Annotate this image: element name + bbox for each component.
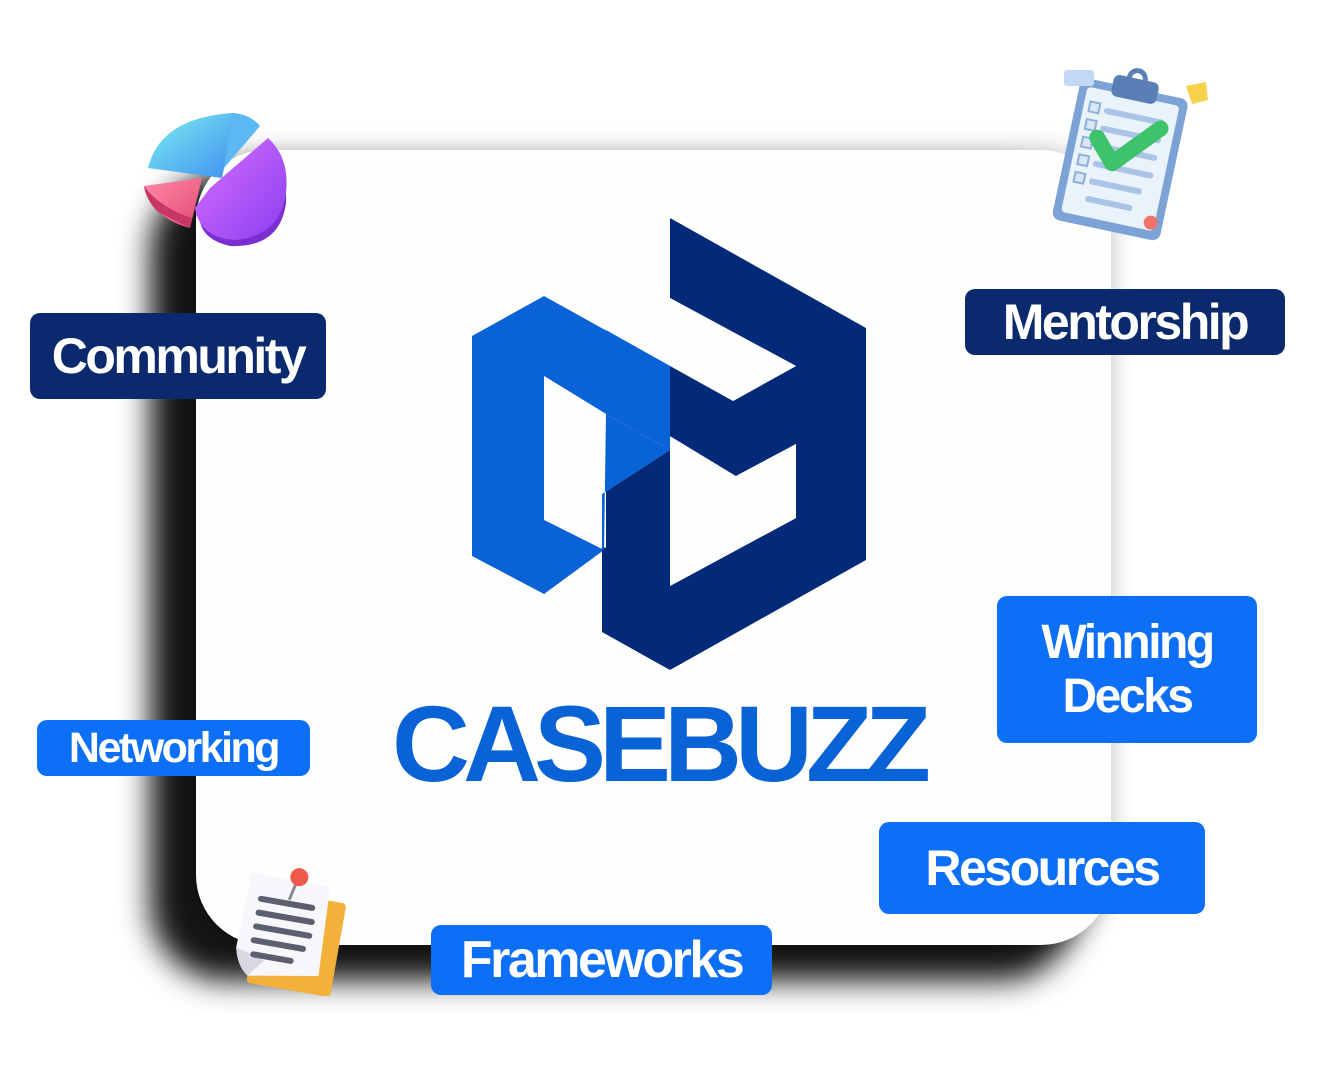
tag-community: Community <box>30 313 326 399</box>
pie-chart-icon <box>144 113 287 247</box>
tag-winning-line2: Decks <box>1062 669 1194 723</box>
tag-mentorship: Mentorship <box>965 289 1285 355</box>
tag-frameworks: Frameworks <box>431 925 772 995</box>
tag-resources: Resources <box>879 822 1205 914</box>
casebuzz-logo-mark <box>472 218 866 670</box>
tag-winning-line1: Winning <box>1041 615 1215 669</box>
pinned-note-icon <box>236 868 346 996</box>
tag-winning-decks: Winning Decks <box>997 596 1257 743</box>
tag-networking: Networking <box>37 720 310 776</box>
clipboard-checklist-icon <box>1052 68 1208 241</box>
brand-wordmark: CASEBUZZ <box>392 683 931 804</box>
